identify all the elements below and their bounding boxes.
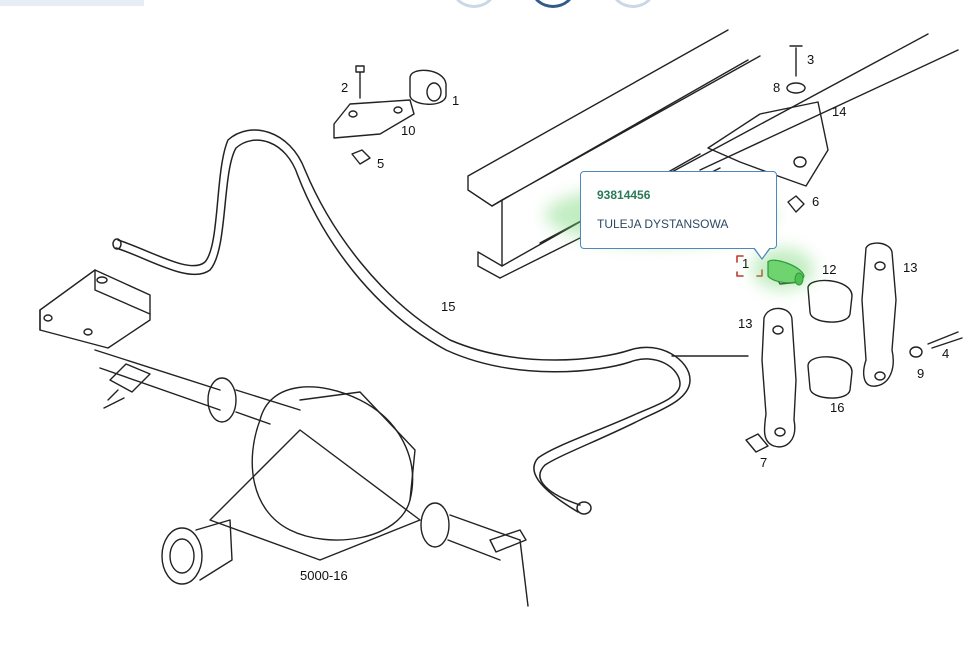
- callout-8: 8: [773, 80, 780, 95]
- callout-15: 15: [441, 299, 455, 314]
- axle-housing: [39, 269, 529, 607]
- callout-13-left: 13: [738, 316, 752, 331]
- callout-labels: 2 1 10 5 3 8 14 6 15 1 12 13 13 4 9 16 7…: [300, 52, 949, 583]
- callout-9: 9: [917, 366, 924, 381]
- callout-3: 3: [807, 52, 814, 67]
- header-tab[interactable]: [0, 0, 144, 6]
- selection-marker: [736, 255, 763, 277]
- stabilizer-bar: [112, 129, 691, 515]
- callout-2: 2: [341, 80, 348, 95]
- drawing-code: 5000-16: [300, 568, 348, 583]
- part-name: TULEJA DYSTANSOWA: [597, 217, 729, 231]
- upper-bracket-group: [333, 65, 447, 165]
- callout-4: 4: [942, 346, 949, 361]
- callout-12: 12: [822, 262, 836, 277]
- callout-14: 14: [832, 104, 846, 119]
- part-number[interactable]: 93814456: [597, 188, 651, 202]
- callout-10: 10: [401, 123, 415, 138]
- tooltip-pointer-inner: [754, 247, 770, 258]
- frame-bracket-group: [707, 45, 829, 213]
- callout-6: 6: [812, 194, 819, 209]
- callout-13-right: 13: [903, 260, 917, 275]
- callout-5: 5: [377, 156, 384, 171]
- callout-7: 7: [760, 455, 767, 470]
- callout-1-selected: 1: [742, 256, 749, 271]
- callout-1: 1: [452, 93, 459, 108]
- bushing-group: [671, 242, 963, 453]
- callout-16: 16: [830, 400, 844, 415]
- part-tooltip: 93814456 TULEJA DYSTANSOWA: [580, 171, 777, 249]
